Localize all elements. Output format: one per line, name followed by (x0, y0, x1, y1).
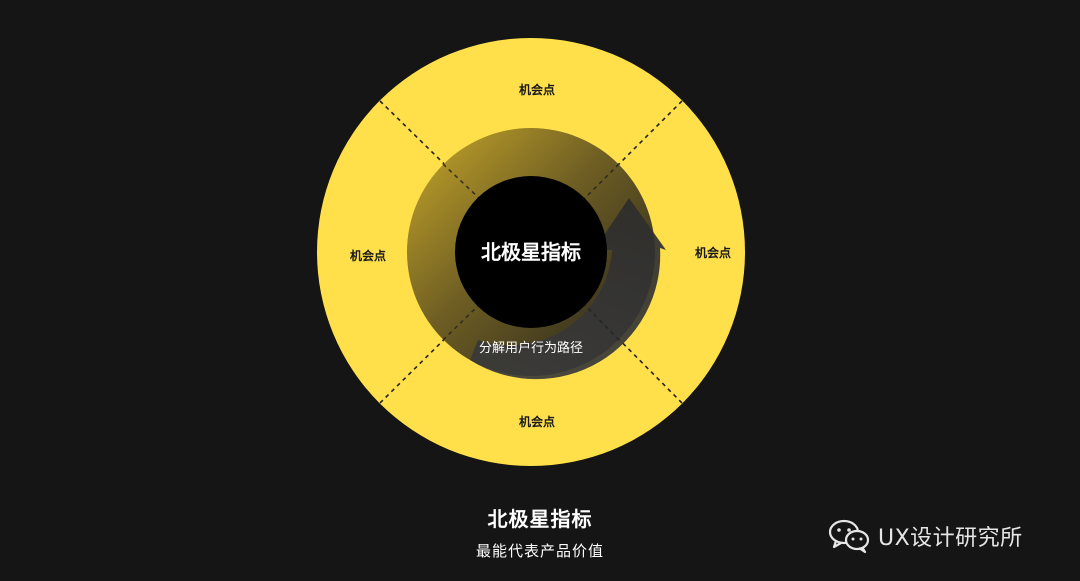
watermark: UX设计研究所 (828, 516, 1023, 556)
caption-subtitle: 最能代表产品价值 (475, 542, 604, 560)
north-star-center (455, 176, 607, 328)
center-label: 北极星指标 (481, 240, 581, 264)
watermark-text: UX设计研究所 (878, 526, 1023, 551)
quadrant-label-top: 机会点 (519, 82, 555, 97)
path-arrow (470, 198, 666, 380)
quadrant-label-right: 机会点 (695, 245, 731, 260)
caption-title: 北极星指标 (487, 507, 593, 531)
quadrant-label-bottom: 机会点 (519, 414, 555, 429)
quadrant-label-left: 机会点 (350, 248, 386, 263)
ring-label: 分解用户行为路径 (479, 340, 583, 356)
wechat-icon (828, 519, 870, 554)
